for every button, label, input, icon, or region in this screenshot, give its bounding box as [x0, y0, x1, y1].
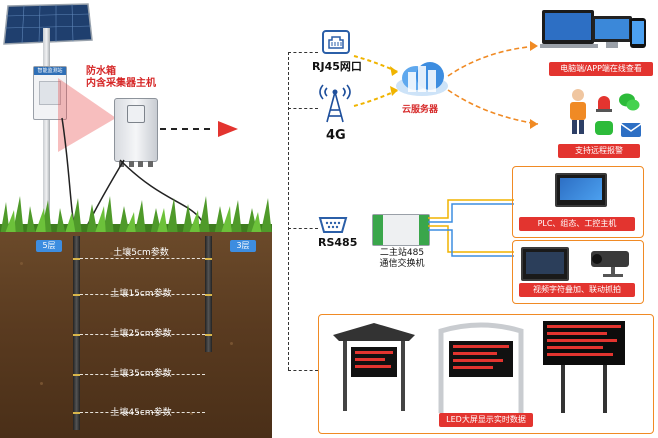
led-board-icon	[543, 321, 625, 413]
switch-terminal-left	[373, 215, 383, 245]
comm-trunk	[288, 52, 289, 370]
station-box-panel	[39, 81, 61, 105]
solar-panel	[3, 3, 93, 45]
station-box: 智能监测站	[33, 66, 67, 120]
alarm-caption: 支持远程报警	[558, 144, 640, 158]
switch-caption-1: 二主站485	[379, 248, 425, 258]
cloud-output-arrows	[447, 41, 539, 129]
collector-host	[114, 98, 158, 167]
soil-section	[0, 232, 272, 438]
signal-arrows	[353, 55, 399, 107]
enclosure-caption-1: 防水箱	[86, 66, 116, 77]
rs485-bus-lines	[428, 199, 514, 257]
rj45-branch	[288, 52, 318, 53]
pc-app-devices-icon	[540, 10, 646, 48]
depth-line-3	[80, 334, 205, 335]
pc-app-caption: 电脑端/APP端在线查看	[549, 62, 653, 76]
led-caption: LED大屏显示实时数据	[439, 413, 533, 427]
depth-label-5cm: 土壤5cm参数	[113, 248, 169, 258]
cell-tower-icon	[319, 84, 351, 123]
4g-label: 4G	[326, 128, 346, 143]
enclosure-caption-2: 内含采集器主机	[86, 78, 156, 89]
switch-caption-2: 通信交换机	[379, 259, 425, 269]
depth-line-5	[80, 412, 205, 413]
depth-label-35cm: 土壤35cm参数	[110, 369, 172, 379]
email-icon	[620, 123, 642, 137]
video-monitor-icon	[521, 247, 569, 281]
host-link-dash	[160, 128, 210, 130]
rs485-switch-device	[372, 214, 430, 246]
depth-label-15cm: 土壤15cm参数	[110, 289, 172, 299]
led-branch	[288, 370, 318, 371]
plc-panel: PLC、组态、工控主机	[512, 166, 644, 238]
switch-caption: 二主站485 通信交换机	[372, 248, 432, 270]
rs485-label: RS485	[318, 236, 358, 249]
probe-3-layer	[205, 236, 212, 352]
alarm-light-icon	[596, 96, 612, 112]
collector-screen	[127, 105, 145, 123]
depth-line-2	[80, 294, 205, 295]
led-pavilion-icon	[333, 323, 415, 411]
cloud-server-icon	[396, 62, 448, 96]
person-icon	[570, 89, 586, 134]
db9-connector-icon	[318, 217, 348, 233]
cloud-label: 云服务器	[402, 105, 439, 115]
highlight-beam	[58, 78, 116, 152]
arrow-right-icon	[218, 121, 238, 137]
depth-label-25cm: 土壤25cm参数	[110, 329, 172, 339]
4g-branch	[288, 108, 318, 109]
camera-icon	[591, 251, 629, 277]
video-caption: 视频字符叠加、联动抓拍	[519, 283, 635, 297]
wechat-icon	[619, 93, 640, 111]
depth-label-45cm: 土壤45cm参数	[110, 408, 172, 418]
layer-tag-5: 5层	[36, 240, 62, 252]
switch-terminal-right	[419, 215, 429, 245]
rs485-branch	[288, 228, 318, 229]
mounting-pole	[43, 28, 50, 234]
station-box-label: 智能监测站	[34, 67, 66, 75]
plc-caption: PLC、组态、工控主机	[519, 217, 635, 231]
probe-5-layer	[73, 236, 80, 430]
message-icon	[595, 121, 613, 135]
rj45-port-icon	[322, 30, 350, 54]
video-panel: 视频字符叠加、联动抓拍	[512, 240, 644, 304]
led-frame-icon	[438, 322, 524, 413]
depth-line-4	[80, 374, 205, 375]
layer-tag-3: 3层	[230, 240, 256, 252]
rj45-label: RJ45网口	[312, 60, 362, 73]
grass	[0, 196, 272, 236]
led-panel: LED大屏显示实时数据	[318, 314, 654, 434]
touch-screen-icon	[555, 173, 607, 207]
depth-line-1	[80, 258, 205, 259]
